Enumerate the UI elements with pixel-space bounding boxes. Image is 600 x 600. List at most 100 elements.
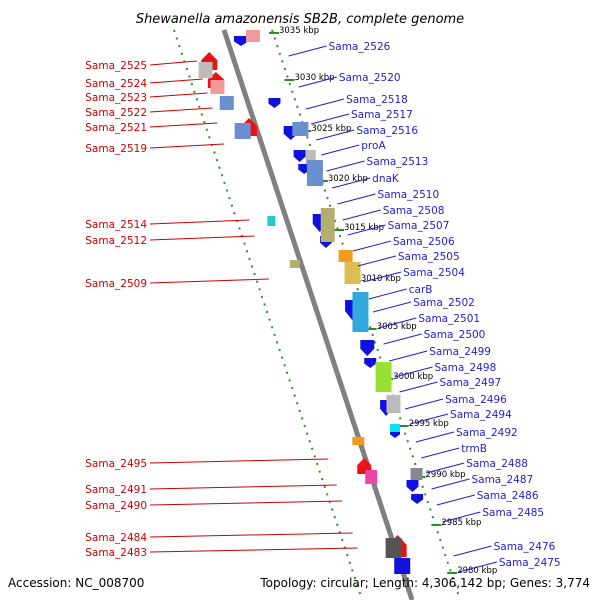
left-gene-label[interactable]: Sama_2484 <box>85 532 147 544</box>
left-gene-label[interactable]: Sama_2523 <box>85 92 147 104</box>
left-gene-label[interactable]: Sama_2522 <box>85 107 147 119</box>
kbp-label: 2980 kbp <box>457 566 497 576</box>
right-leader-line <box>337 193 376 205</box>
reverse-gene-block <box>289 260 300 268</box>
right-leader-line <box>352 240 392 252</box>
left-gene-label[interactable]: Sama_2519 <box>85 143 147 155</box>
right-gene-label[interactable]: Sama_2492 <box>456 427 518 439</box>
left-gene-label[interactable]: Sama_2483 <box>85 547 147 559</box>
reverse-gene-block <box>267 216 276 226</box>
right-gene-label[interactable]: Sama_2496 <box>445 394 507 406</box>
right-gene-label[interactable]: Sama_2508 <box>383 205 445 217</box>
left-gene-label[interactable]: Sama_2525 <box>85 60 147 72</box>
reverse-gene-block <box>210 80 225 94</box>
right-gene-label[interactable]: Sama_2494 <box>450 409 512 421</box>
right-gene-label[interactable]: Sama_2504 <box>403 267 465 279</box>
left-gene-label[interactable]: Sama_2514 <box>85 219 147 231</box>
left-leader-line <box>149 484 337 490</box>
forward-gene-block <box>344 262 361 284</box>
left-gene-label[interactable]: Sama_2524 <box>85 78 147 90</box>
right-gene-label[interactable]: Sama_2485 <box>482 507 544 519</box>
reverse-gene-block <box>365 470 378 484</box>
left-gene-label[interactable]: Sama_2495 <box>85 458 147 470</box>
left-gene-label[interactable]: Sama_2521 <box>85 122 147 134</box>
right-gene-label[interactable]: Sama_2500 <box>424 329 486 341</box>
right-gene-label[interactable]: carB <box>409 284 433 296</box>
right-leader-line <box>332 177 371 189</box>
right-gene-label[interactable]: proA <box>361 140 386 152</box>
kbp-label: 2990 kbp <box>426 470 466 480</box>
right-gene-label[interactable]: Sama_2520 <box>339 72 401 84</box>
kbp-label: 3010 kbp <box>361 274 401 284</box>
right-gene-label[interactable]: dnaK <box>372 173 400 185</box>
gene-features <box>198 30 424 574</box>
right-leader-line <box>363 271 402 283</box>
right-leader-line <box>305 98 345 110</box>
right-leader-line <box>399 381 438 393</box>
right-leader-line <box>347 224 386 236</box>
gene-labels: Sama_2525Sama_2524Sama_2523Sama_2522Sama… <box>85 41 561 573</box>
right-gene-label[interactable]: Sama_2497 <box>439 377 501 389</box>
right-gene-label[interactable]: Sama_2526 <box>329 41 391 53</box>
kbp-label: 3015 kbp <box>344 223 384 233</box>
right-gene-label[interactable]: Sama_2517 <box>351 109 413 121</box>
right-leader-line <box>342 209 381 221</box>
forward-gene-arrow <box>406 480 419 492</box>
right-leader-line <box>326 160 365 172</box>
reverse-gene-block <box>219 96 234 110</box>
right-leader-line <box>421 447 460 459</box>
forward-gene-arrow <box>293 150 306 162</box>
forward-gene-block <box>338 250 353 262</box>
forward-gene-block <box>305 150 316 164</box>
left-leader-line <box>149 458 329 464</box>
right-gene-label[interactable]: Sama_2510 <box>377 189 439 201</box>
left-leader-line <box>149 547 358 553</box>
right-gene-label[interactable]: Sama_2487 <box>471 474 533 486</box>
right-gene-label[interactable]: Sama_2486 <box>477 490 539 502</box>
right-leader-line <box>372 301 412 313</box>
forward-gene-arrow <box>364 358 377 368</box>
right-gene-label[interactable]: Sama_2513 <box>367 156 429 168</box>
right-gene-label[interactable]: Sama_2501 <box>418 313 480 325</box>
right-leader-line <box>442 511 481 523</box>
map-title: Shewanella amazonensis SB2B, complete ge… <box>136 12 464 27</box>
kbp-label: 3030 kbp <box>295 73 335 83</box>
kbp-label: 3005 kbp <box>377 322 417 332</box>
left-leader-line <box>149 532 353 538</box>
right-gene-label[interactable]: Sama_2488 <box>466 458 528 470</box>
right-gene-label[interactable]: Sama_2505 <box>398 251 460 263</box>
forward-gene-block <box>246 30 260 42</box>
left-leader-line <box>149 278 269 284</box>
right-leader-line <box>357 255 397 267</box>
left-gene-label[interactable]: Sama_2509 <box>85 278 147 290</box>
right-gene-label[interactable]: Sama_2506 <box>393 236 455 248</box>
forward-gene-block <box>292 122 309 136</box>
reverse-gene-block <box>352 437 365 445</box>
kbp-label: 3035 kbp <box>279 26 319 36</box>
left-gene-label[interactable]: Sama_2490 <box>85 500 147 512</box>
right-leader-line <box>404 398 444 410</box>
right-gene-label[interactable]: Sama_2507 <box>388 220 450 232</box>
kbp-label: 2995 kbp <box>409 419 449 429</box>
right-gene-label[interactable]: Sama_2476 <box>494 541 556 553</box>
reverse-gene-block <box>234 123 251 139</box>
left-leader-line <box>149 122 218 128</box>
right-leader-line <box>458 561 498 573</box>
left-gene-label[interactable]: Sama_2512 <box>85 235 147 247</box>
left-gene-label[interactable]: Sama_2491 <box>85 484 147 496</box>
right-gene-label[interactable]: Sama_2475 <box>499 557 561 569</box>
forward-gene-block <box>352 292 369 332</box>
reverse-track-dots <box>173 29 364 600</box>
right-leader-line <box>431 478 470 490</box>
right-gene-label[interactable]: Sama_2502 <box>413 297 475 309</box>
accession-label: Accession: NC_008700 <box>8 576 144 590</box>
right-leader-line <box>415 431 455 443</box>
right-gene-label[interactable]: trmB <box>461 443 487 455</box>
right-gene-label[interactable]: Sama_2518 <box>346 94 408 106</box>
right-gene-label[interactable]: Sama_2516 <box>356 125 418 137</box>
right-gene-label[interactable]: Sama_2499 <box>429 346 491 358</box>
right-leader-line <box>436 494 475 506</box>
forward-gene-block <box>386 395 401 413</box>
reverse-gene-block <box>394 558 411 574</box>
right-gene-label[interactable]: Sama_2498 <box>435 362 497 374</box>
